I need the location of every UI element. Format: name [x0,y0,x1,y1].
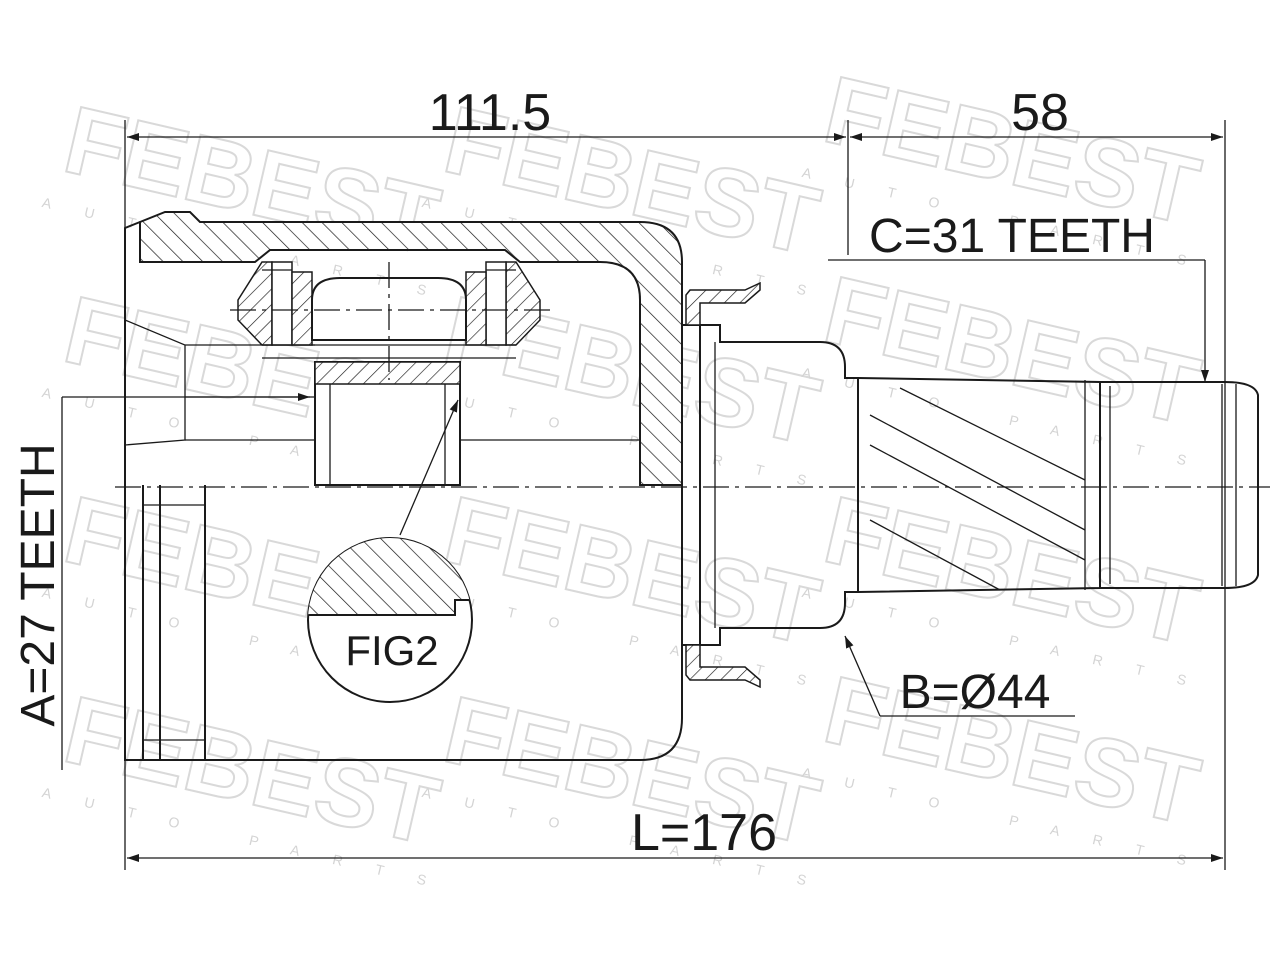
seal-diameter-label: B=Ø44 [900,666,1051,719]
outer-spline-callout: C=31 TEETH [828,210,1209,382]
inner-spline-label: A=27 TEETH [12,443,65,726]
outer-spline-shaft [857,377,1259,593]
length-right-label: 58 [1011,84,1069,142]
fig2-detail: FIG2 [307,399,473,703]
stem-and-clamp [682,281,859,689]
fig2-label: FIG2 [345,627,438,674]
joint-housing [124,211,683,761]
dimension-58: 58 [850,84,1223,142]
seal-diameter-callout: B=Ø44 [844,635,1075,719]
total-length-label: L=176 [631,804,777,862]
inner-spline-callout: A=27 TEETH [12,393,310,770]
dimension-111-5: 111.5 [127,84,846,142]
dimension-total-length: L=176 [127,804,1223,862]
length-left-label: 111.5 [429,84,551,142]
outer-spline-label: C=31 TEETH [869,210,1155,263]
